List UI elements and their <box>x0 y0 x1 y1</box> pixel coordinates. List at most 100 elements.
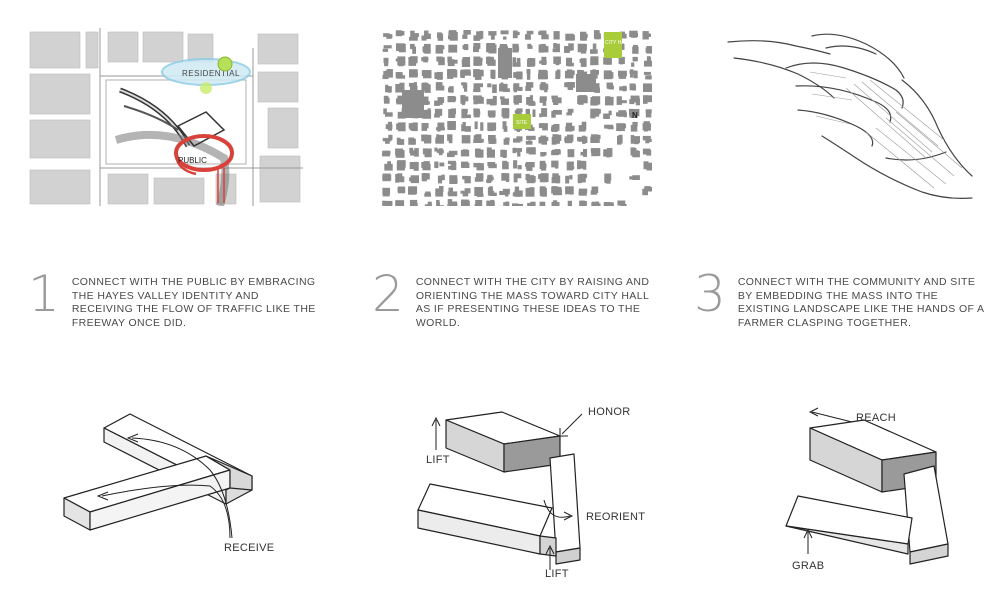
city-block <box>619 31 625 36</box>
city-block <box>553 124 560 128</box>
city-block <box>424 30 428 35</box>
city-block <box>552 173 559 182</box>
city-block <box>582 135 586 144</box>
city-block <box>448 150 458 156</box>
city-block <box>449 175 458 184</box>
city-block <box>581 121 587 131</box>
city-block <box>516 136 523 142</box>
city-block <box>526 97 531 105</box>
city-block <box>514 186 520 191</box>
city-block <box>564 46 570 53</box>
city-block <box>513 95 519 104</box>
city-block <box>512 30 518 39</box>
city-block <box>646 56 651 64</box>
city-block <box>580 58 587 67</box>
city-block <box>621 201 625 206</box>
city-block <box>531 203 536 206</box>
city-block <box>409 57 414 62</box>
city-block <box>462 149 468 153</box>
city-block <box>539 201 546 206</box>
city-block <box>647 139 652 143</box>
city-block <box>437 205 444 206</box>
city-block <box>396 43 405 52</box>
city-block <box>462 34 468 39</box>
city-block <box>437 32 442 38</box>
city-block <box>474 121 478 130</box>
city-block <box>479 30 484 39</box>
city-block <box>464 188 471 194</box>
city-block <box>448 87 453 93</box>
step-1-text: CONNECT WITH THE PUBLIC BY EMBRACING THE… <box>71 276 316 329</box>
city-block <box>395 200 399 206</box>
city-block <box>605 202 614 206</box>
city-block <box>526 69 531 74</box>
city-block <box>395 30 403 37</box>
city-block <box>632 56 638 62</box>
city-block <box>410 30 415 37</box>
city-block <box>643 95 648 104</box>
city-block <box>551 150 559 156</box>
city-block <box>475 150 484 157</box>
city-block <box>487 122 497 131</box>
city-block <box>540 82 546 86</box>
city-block <box>461 108 468 114</box>
city-block <box>553 31 560 40</box>
city-block <box>385 112 393 117</box>
city-block <box>532 109 536 117</box>
city-block <box>578 188 588 193</box>
reach-massing <box>785 407 949 565</box>
city-block <box>424 134 432 144</box>
city-block <box>604 173 612 181</box>
city-block <box>513 160 518 169</box>
city-block <box>592 43 597 50</box>
city-block <box>436 200 440 206</box>
city-block <box>427 108 431 113</box>
city-block <box>516 95 522 103</box>
city-block <box>382 187 390 195</box>
city-block <box>501 108 510 116</box>
city-block <box>553 43 557 49</box>
city-block <box>461 199 467 204</box>
city-block <box>609 203 614 206</box>
city-block <box>388 134 393 140</box>
city-block <box>567 85 574 90</box>
city-block <box>525 140 533 145</box>
city-block <box>488 138 497 144</box>
city-block <box>582 34 588 38</box>
city-block <box>385 202 392 206</box>
city-block <box>553 202 559 206</box>
city-block <box>500 99 509 105</box>
city-block <box>643 161 649 170</box>
city-block <box>525 190 534 194</box>
city-block <box>514 148 522 152</box>
city-block <box>539 113 543 118</box>
city-block <box>514 110 521 114</box>
city-block <box>436 85 445 91</box>
city-block <box>448 109 456 118</box>
site-sketch-drawing: RESIDENTIAL PUBLIC <box>29 28 303 206</box>
city-block <box>383 95 389 102</box>
city-block <box>488 190 495 196</box>
city-block <box>644 60 652 67</box>
city-block <box>475 200 483 206</box>
city-block <box>551 127 559 132</box>
city-block <box>646 162 652 171</box>
city-block <box>518 86 523 91</box>
city-block <box>476 165 484 171</box>
city-block <box>595 201 600 206</box>
city-block <box>526 82 534 88</box>
massing-diagram-receive: RECEIVE <box>60 400 300 560</box>
city-block <box>525 108 530 115</box>
city-block <box>502 121 507 129</box>
city-block <box>579 70 584 74</box>
city-block <box>437 122 445 131</box>
city-block <box>630 125 638 132</box>
city-block <box>474 83 483 88</box>
city-block <box>396 123 404 130</box>
city-block <box>644 186 651 192</box>
city-block <box>617 112 625 117</box>
city-block <box>591 49 598 54</box>
city-block <box>605 96 614 106</box>
city-block <box>410 85 418 93</box>
city-block <box>590 57 594 66</box>
